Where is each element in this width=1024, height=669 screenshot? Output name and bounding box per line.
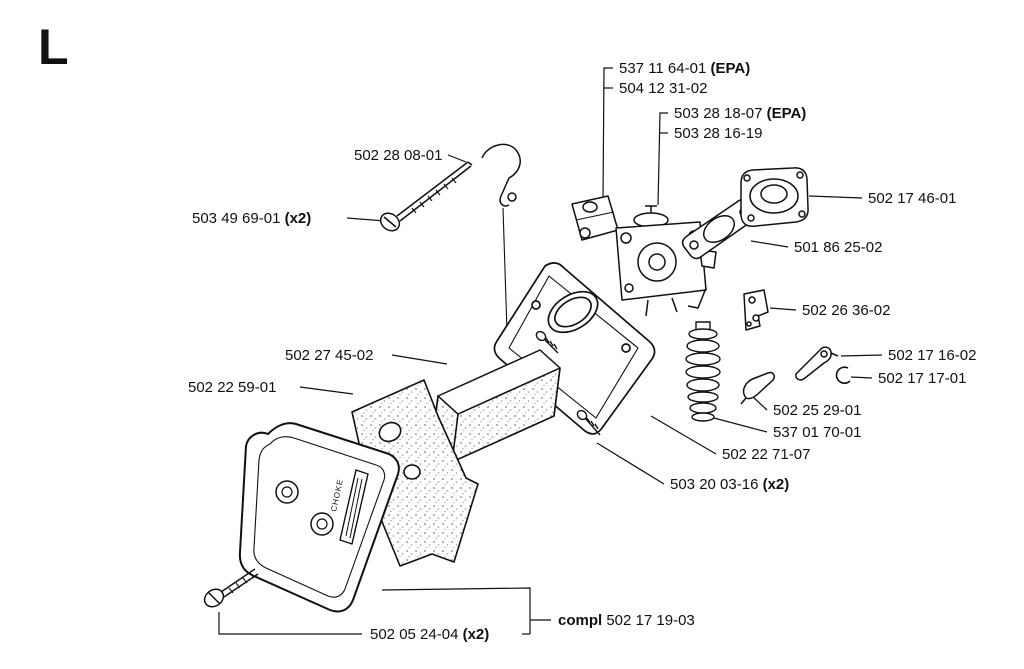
lever-drawing — [796, 347, 838, 380]
carburetor-drawing — [616, 206, 716, 316]
part-label-537-11-64-01: 537 11 64-01 (EPA) — [617, 60, 753, 77]
intake-manifold-drawing — [741, 168, 808, 226]
part-label-502-17-16-02: 502 17 16-02 — [886, 347, 979, 364]
part-label-502-17-46-01: 502 17 46-01 — [866, 190, 959, 207]
primer-drawing — [572, 196, 618, 240]
part-label-502-26-36-02: 502 26 36-02 — [800, 302, 893, 319]
part-label-503-28-16-19: 503 28 16-19 — [672, 125, 765, 142]
foam-filter-drawing — [432, 350, 560, 462]
part-label-504-12-31-02: 504 12 31-02 — [617, 80, 710, 97]
backing-plate-drawing — [352, 380, 478, 566]
bellows-drawing — [686, 322, 720, 421]
part-label-compl-502-17-19-03: compl 502 17 19-03 — [556, 612, 697, 629]
part-label-502-22-71-07: 502 22 71-07 — [720, 446, 813, 463]
gasket-drawing — [683, 200, 756, 259]
part-label-503-49-69-01: 503 49 69-01 (x2) — [190, 210, 314, 227]
part-label-502-25-29-01: 502 25 29-01 — [771, 402, 864, 419]
section-letter: L — [38, 19, 69, 75]
filter-screws-drawing — [535, 330, 600, 435]
cover-drawing: CHOKE — [240, 423, 399, 611]
airbox-drawing — [494, 263, 654, 434]
part-label-501-86-25-02: 501 86 25-02 — [792, 239, 885, 256]
choke-lever-drawing — [741, 373, 774, 404]
part-label-503-20-03-16: 503 20 03-16 (x2) — [668, 476, 792, 493]
retainer-clip-drawing — [836, 367, 850, 383]
part-label-502-05-24-04: 502 05 24-04 (x2) — [368, 626, 492, 643]
part-label-502-28-08-01: 502 28 08-01 — [352, 147, 445, 164]
mounting-screw-drawing — [377, 162, 472, 234]
part-label-502-17-17-01: 502 17 17-01 — [876, 370, 969, 387]
clip-rod-drawing — [482, 144, 520, 332]
part-label-503-28-18-07: 503 28 18-07 (EPA) — [672, 105, 809, 122]
cover-screw-drawing — [201, 569, 258, 610]
part-label-502-27-45-02: 502 27 45-02 — [283, 347, 376, 364]
leader-lines — [219, 68, 882, 634]
part-label-502-22-59-01: 502 22 59-01 — [186, 379, 279, 396]
part-label-537-01-70-01: 537 01 70-01 — [771, 424, 864, 441]
bracket-drawing — [744, 290, 768, 330]
